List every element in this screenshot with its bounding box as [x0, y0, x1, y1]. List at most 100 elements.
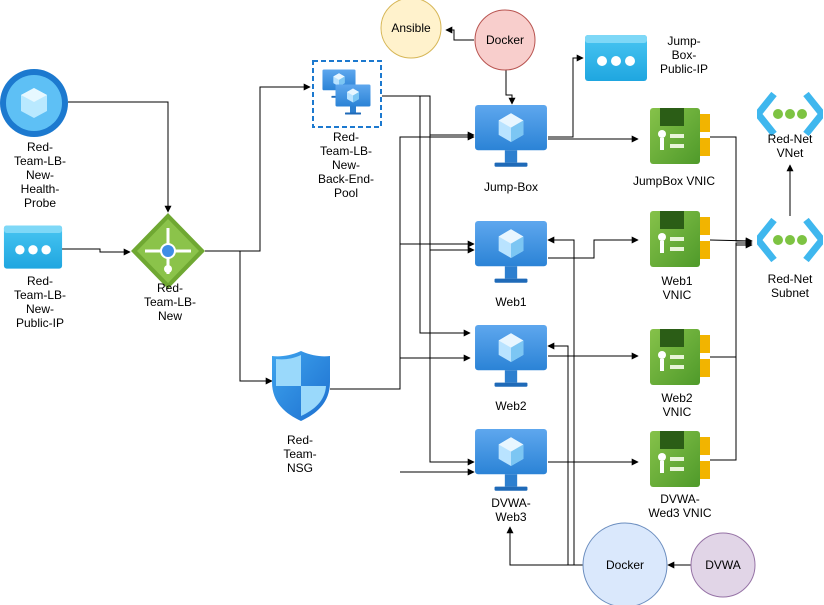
label-line: Web3 — [495, 510, 527, 524]
jumpbox-public-ip-icon[interactable] — [585, 35, 647, 81]
label-line: Jump-Box — [483, 180, 539, 194]
label-line: VNet — [776, 146, 804, 160]
edge-pool-web3 — [382, 95, 475, 466]
load-balancer-icon[interactable] — [131, 213, 205, 289]
edge-w1vnic-subnet — [709, 237, 753, 245]
label-line: Red-Net — [767, 132, 813, 146]
label-line: New- — [25, 302, 55, 316]
dvwa-node[interactable] — [690, 532, 756, 598]
docker-bottom-node[interactable] — [582, 522, 668, 605]
edge-lb-nsg — [205, 250, 273, 385]
label-line: Web1 — [661, 274, 693, 288]
edge-jump-jpip — [548, 54, 584, 138]
label-line: Back-End- — [317, 172, 375, 186]
edge-dockerbot-web1 — [547, 236, 584, 566]
label-line: Public-IP — [659, 62, 709, 76]
label-line: DVWA- — [491, 496, 531, 510]
vnet-icon[interactable] — [758, 94, 822, 134]
backend-pool-label: Red- Team-LB- New- Back-End- Pool — [318, 130, 374, 200]
jump-box-label: Jump-Box — [484, 180, 538, 194]
label-line: Web2 — [661, 391, 693, 405]
web3-vm-icon[interactable] — [475, 429, 547, 491]
label-line: Red- — [156, 281, 184, 295]
web1-vm-icon[interactable] — [475, 221, 547, 283]
label-line: New- — [331, 158, 360, 172]
nsg-shield-icon[interactable] — [272, 351, 330, 421]
label-line: Probe — [23, 196, 57, 210]
label-line: Box- — [671, 48, 697, 62]
label-line: DVWA- — [660, 492, 700, 506]
health-probe-label: Red- Team-LB- New- Health- Probe — [14, 140, 66, 210]
edge-w2vnic-subnet — [710, 239, 753, 358]
docker-top-node[interactable] — [474, 9, 536, 71]
label-line: Web1 — [495, 295, 527, 309]
label-line: Red- — [26, 140, 54, 154]
jumpbox-vnic-label: JumpBox VNIC — [633, 174, 715, 188]
edge-pool-web2 — [382, 95, 471, 337]
label-line: Team-LB- — [319, 144, 372, 158]
load-balancer-label: Red- Team-LB- New — [144, 281, 196, 323]
web1-label: Web1 — [495, 295, 526, 309]
web2-vm-icon[interactable] — [475, 325, 547, 387]
web2-vnic-label: Web2 VNIC — [661, 391, 692, 419]
edge-lb-pool — [205, 83, 311, 252]
web1-vnic-icon[interactable] — [650, 211, 710, 267]
label-line: Web2 — [495, 399, 527, 413]
ansible-label: Ansible — [391, 21, 431, 35]
web2-vnic-icon[interactable] — [650, 329, 710, 385]
label-line: Health- — [20, 182, 60, 196]
label-line: New — [157, 309, 183, 323]
label-line: Wed3 VNIC — [648, 506, 712, 520]
label-line: Pool — [333, 186, 359, 200]
subnet-icon[interactable] — [758, 220, 822, 260]
jumpbox-vnic-icon[interactable] — [650, 108, 710, 164]
web1-vnic-label: Web1 VNIC — [661, 274, 692, 302]
subnet-label: Red-Net Subnet — [768, 272, 813, 300]
vnet-label: Red-Net VNet — [768, 132, 813, 160]
label-line: Subnet — [770, 286, 810, 300]
label-line: Red-Net — [767, 272, 813, 286]
label-line: Red- — [286, 433, 313, 447]
connectors — [62, 26, 794, 569]
lb-public-ip-label: Red- Team-LB- New- Public-IP — [14, 274, 66, 330]
label-line: NSG — [286, 461, 313, 475]
docker-top-label: Docker — [486, 33, 524, 47]
jump-box-vm-icon[interactable] — [475, 105, 547, 167]
label-line: Team-LB- — [143, 295, 197, 309]
edge-probe-lb — [68, 101, 172, 213]
web2-label: Web2 — [495, 399, 526, 413]
nsg-label: Red- Team- NSG — [283, 433, 316, 475]
label-line: New- — [25, 168, 55, 182]
web3-vnic-icon[interactable] — [650, 431, 710, 487]
label-line: Red- — [26, 274, 54, 288]
web3-vnic-label: DVWA- Wed3 VNIC — [648, 492, 711, 520]
backend-pool-icon[interactable] — [312, 60, 382, 128]
edge-pool-jump — [382, 95, 475, 139]
label-line: VNIC — [662, 288, 692, 302]
edge-web1-vnic — [548, 236, 639, 259]
edge-dockertop-ansible — [445, 26, 474, 41]
edge-dockertop-jump — [505, 68, 516, 105]
docker-bottom-label: Docker — [606, 558, 644, 572]
label-line: Public-IP — [15, 316, 65, 330]
label-line: JumpBox VNIC — [632, 174, 716, 188]
label-line: Team-LB- — [13, 154, 67, 168]
edge-dockerbot-web3 — [506, 526, 584, 566]
jumpbox-public-ip-label: Jump- Box- Public-IP — [660, 34, 708, 76]
edge-jvnic-subnet — [710, 136, 753, 245]
edge-dockerbot-web2 — [547, 342, 569, 565]
web3-label: DVWA- Web3 — [491, 496, 531, 524]
label-line: Team-LB- — [13, 288, 67, 302]
dvwa-label: DVWA — [705, 558, 741, 572]
edge-w3vnic-subnet — [710, 241, 753, 461]
label-line: VNIC — [662, 405, 692, 419]
edge-pool-web1 — [382, 95, 475, 254]
ansible-node[interactable] — [380, 0, 442, 59]
label-line: Team- — [283, 447, 317, 461]
lb-public-ip-icon[interactable] — [3, 225, 63, 269]
health-probe-icon[interactable] — [0, 69, 68, 137]
edge-pip-lb — [62, 248, 131, 256]
edge-nsg-jump — [330, 133, 475, 390]
label-line: Red- — [332, 130, 359, 144]
